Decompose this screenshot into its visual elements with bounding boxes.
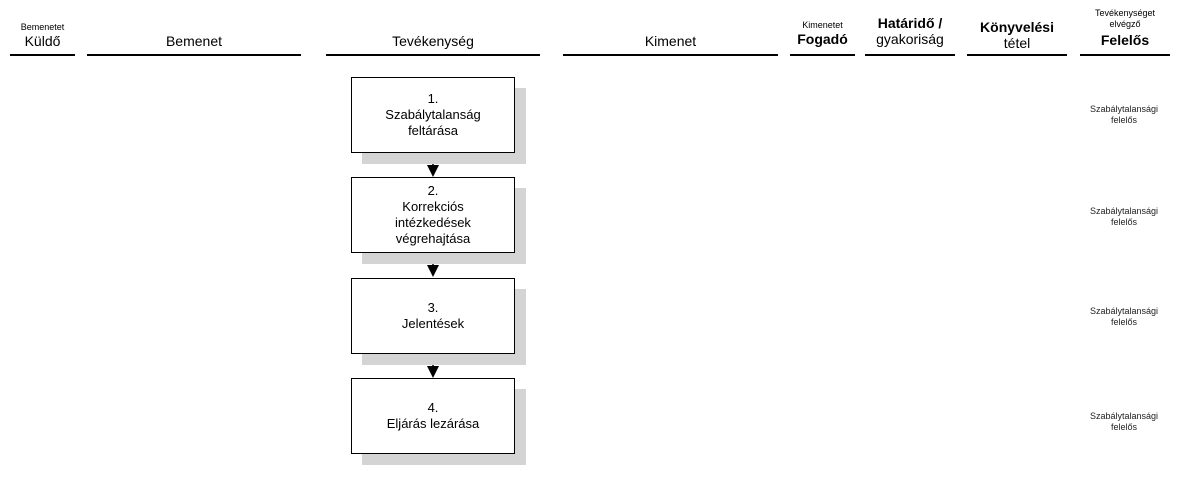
step-4-line-1: Eljárás lezárása: [386, 416, 480, 431]
column-hatarido-label-2: gyakoriság: [876, 31, 944, 47]
step-1-responsible-line-1: Szabálytalansági: [1089, 104, 1159, 114]
step-3-responsible-line-2: felelős: [1110, 317, 1137, 327]
column-header-kimenet: Kimenet: [563, 0, 778, 56]
step-3-number: 3.: [427, 300, 439, 315]
column-kuldo-small: Bemenetet: [20, 22, 65, 32]
column-tevekenyseg-rule: [326, 54, 540, 56]
step-4-responsible-line-1: Szabálytalansági: [1089, 411, 1159, 421]
column-header-tevekenyseg: Tevékenység: [326, 0, 540, 56]
step-1-responsible: Szabálytalansági felelős: [1074, 104, 1174, 126]
step-1-line-2: feltárása: [408, 123, 458, 138]
step-4-responsible: Szabálytalansági felelős: [1074, 411, 1174, 433]
column-fogado-rule: [790, 54, 855, 56]
column-bemenet-rule: [87, 54, 301, 56]
column-kimenet-label: Kimenet: [644, 33, 697, 49]
column-felelos-label: Felelős: [1100, 32, 1150, 48]
process-step-1: 1. Szabálytalanság feltárása: [351, 77, 526, 164]
process-step-2: 2. Korrekciós intézkedések végrehajtása: [351, 177, 526, 264]
step-3-responsible: Szabálytalansági felelős: [1074, 306, 1174, 328]
column-fogado-label: Fogadó: [797, 31, 848, 47]
step-1-box: 1. Szabálytalanság feltárása: [351, 77, 515, 153]
step-2-line-3: végrehajtása: [395, 231, 471, 246]
column-header-konyveles: Könyvelési tétel: [967, 0, 1067, 56]
column-header-felelos: Tevékenységet elvégző Felelős: [1080, 0, 1170, 56]
step-4-number: 4.: [427, 400, 439, 415]
column-hatarido-rule: [865, 54, 955, 56]
column-header-bemenet: Bemenet: [87, 0, 301, 56]
column-header-kuldo: Bemenetet Küldő: [10, 0, 75, 56]
column-kuldo-rule: [10, 54, 75, 56]
step-1-responsible-line-2: felelős: [1110, 115, 1137, 125]
step-4-box: 4. Eljárás lezárása: [351, 378, 515, 454]
column-hatarido-label-1: Határidő /: [877, 15, 943, 31]
column-tevekenyseg-label: Tevékenység: [392, 33, 474, 49]
step-2-responsible-line-2: felelős: [1110, 217, 1137, 227]
step-3-responsible-line-1: Szabálytalansági: [1089, 306, 1159, 316]
process-step-4: 4. Eljárás lezárása: [351, 378, 526, 465]
process-step-3: 3. Jelentések: [351, 278, 526, 365]
step-2-box: 2. Korrekciós intézkedések végrehajtása: [351, 177, 515, 253]
step-2-number: 2.: [427, 183, 439, 198]
column-header-fogado: Kimenetet Fogadó: [790, 0, 855, 56]
column-felelos-rule: [1080, 54, 1170, 56]
step-2-line-1: Korrekciós: [402, 199, 464, 214]
column-konyveles-rule: [967, 54, 1067, 56]
step-1-line-1: Szabálytalanság: [385, 107, 481, 122]
step-2-responsible: Szabálytalansági felelős: [1074, 206, 1174, 228]
column-kimenet-rule: [563, 54, 778, 56]
column-bemenet-label: Bemenet: [165, 33, 223, 49]
column-fogado-small: Kimenetet: [802, 20, 843, 30]
step-2-responsible-line-1: Szabálytalansági: [1089, 206, 1159, 216]
column-felelos-small-1: Tevékenységet: [1094, 8, 1156, 18]
column-header-hatarido: Határidő / gyakoriság: [865, 0, 955, 56]
column-kuldo-label: Küldő: [24, 33, 61, 49]
column-konyveles-label-2: tétel: [1003, 35, 1031, 51]
step-3-box: 3. Jelentések: [351, 278, 515, 354]
step-3-line-1: Jelentések: [401, 316, 465, 331]
step-1-number: 1.: [427, 91, 439, 106]
column-konyveles-label-1: Könyvelési: [980, 19, 1054, 35]
step-2-line-2: intézkedések: [395, 215, 471, 230]
step-4-responsible-line-2: felelős: [1110, 422, 1137, 432]
column-felelos-small-2: elvégző: [1109, 19, 1141, 29]
